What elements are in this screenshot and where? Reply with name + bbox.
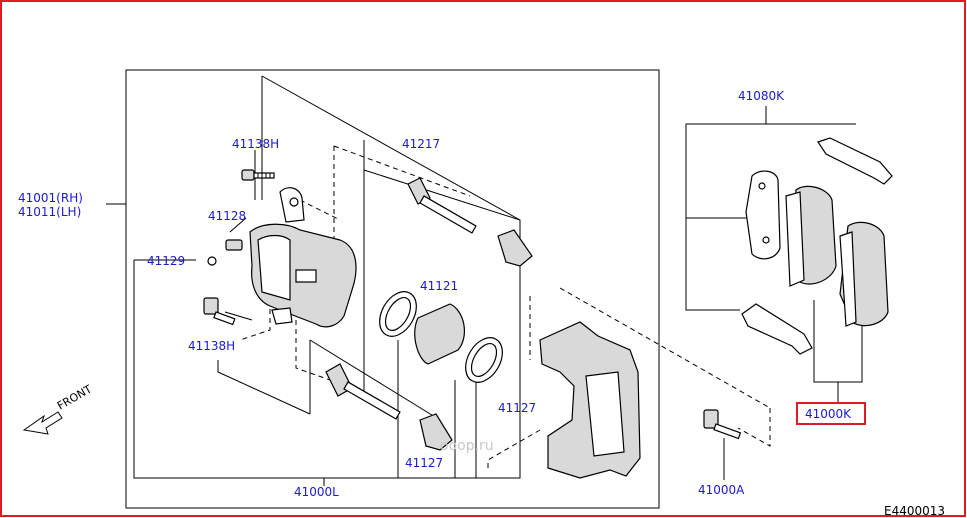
bolt-lower (203, 297, 236, 326)
highlight-box (796, 402, 866, 425)
label-pin-boot-right[interactable]: 41127 (498, 401, 536, 415)
label-pin-upper[interactable]: 41217 (402, 137, 440, 151)
watermark: ооор.ru (440, 438, 494, 454)
caliper-label-group: 41001(RH) 41011(LH) (18, 191, 126, 219)
label-pad-kit[interactable]: 41080K (738, 89, 785, 103)
label-caliper-assembly[interactable]: 41000L (294, 485, 339, 499)
diagram-code: E4400013 (884, 504, 945, 518)
bleeder-screw (207, 239, 243, 266)
label-bleeder[interactable]: 41128 (208, 209, 246, 223)
front-label: FRONT (55, 382, 94, 412)
leader-lines (133, 75, 771, 486)
caliper-bracket (539, 321, 641, 479)
pad-assembly-highlight[interactable]: 41000K (796, 402, 866, 425)
label-bleeder-cap[interactable]: 41129 (147, 254, 185, 268)
caliper-body (249, 187, 357, 328)
label-caliper-rh[interactable]: 41001(RH) (18, 191, 83, 205)
slide-pin-upper (407, 177, 533, 267)
label-mount-bolt[interactable]: 41000A (698, 483, 745, 497)
caliper-frame (125, 69, 660, 509)
label-bolt-upper[interactable]: 41138H (232, 137, 279, 151)
label-piston-seal[interactable]: 41121 (420, 279, 458, 293)
slide-pin-lower (325, 363, 453, 451)
brake-pads (741, 137, 893, 355)
label-caliper-lh[interactable]: 41011(LH) (18, 205, 81, 219)
label-pin-boot-lower[interactable]: 41127 (405, 456, 443, 470)
label-pad-assembly[interactable]: 41000K (805, 407, 852, 421)
mount-bolt (703, 409, 742, 480)
piston-seals (379, 291, 503, 383)
bolt-upper (241, 169, 275, 181)
label-bolt-lower[interactable]: 41138H (188, 339, 235, 353)
front-arrow: FRONT (22, 382, 94, 435)
pad-kit-leaders (685, 106, 863, 404)
